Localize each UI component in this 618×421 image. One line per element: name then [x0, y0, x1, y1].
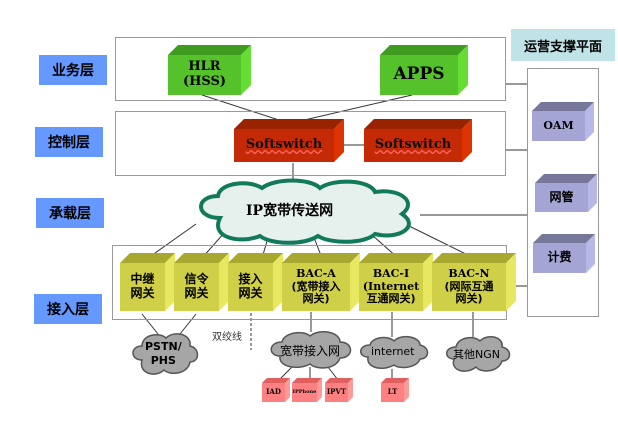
- gateway-access-line2: 网关: [238, 286, 263, 300]
- ip-broadband-cloud: [199, 178, 411, 245]
- pstn-label: PSTN/: [145, 340, 182, 353]
- gateway-trunk: 中继 网关: [120, 253, 175, 311]
- gateway-trunk-line2: 网关: [130, 286, 155, 300]
- ipphone-label: IPPhone: [292, 383, 317, 402]
- layer-label-bearer: 承载层: [36, 198, 104, 228]
- hss-label: (HSS): [182, 74, 227, 89]
- softswitch-label-1: Softswitch: [234, 129, 334, 162]
- terminal-iad: IAD: [262, 378, 290, 402]
- ipvt-label: IPVT: [325, 383, 348, 402]
- gateway-access-line1: 接入: [238, 272, 263, 287]
- internet-cloud: [360, 335, 429, 370]
- ip-cloud-label: IP宽带传送网: [246, 203, 334, 219]
- ops-box-billing: 计费: [533, 234, 595, 273]
- apps-label: APPS: [380, 55, 458, 95]
- softswitch-box-1: Softswitch: [234, 119, 344, 162]
- wire-ipnet-gw6: [404, 223, 475, 259]
- gateway-bac-i: BAC-I (Internet 互通网关): [359, 253, 433, 311]
- hlr-label: HLR: [188, 59, 221, 75]
- network-mgmt-label: 网管: [535, 183, 588, 212]
- gateway-bac-a-line1: BAC-A: [296, 267, 336, 281]
- ops-plane-title: 运营支撑平面: [511, 29, 615, 61]
- layer-label-service: 业务层: [39, 55, 107, 85]
- terminal-lt: LT: [381, 378, 409, 402]
- wire-ipnet-gw1: [147, 223, 197, 259]
- broadband-access-cloud: [270, 330, 352, 369]
- gateway-bac-i-line1: BAC-I: [372, 267, 410, 281]
- ip-cloud-shape: [199, 178, 411, 245]
- billing-label: 计费: [533, 243, 586, 273]
- other-ngn-label: 其他NGN: [453, 348, 500, 361]
- control-layer-frame: [115, 111, 506, 176]
- gateway-signaling-line2: 网关: [184, 286, 209, 300]
- gateway-signaling-line1: 信令: [184, 272, 209, 287]
- other-ngn-cloud: [446, 336, 511, 372]
- hlr-hss-box: HLR (HSS): [168, 45, 251, 95]
- wire-hlr-softswitch: [201, 94, 283, 122]
- softswitch-box-2: Softswitch: [364, 119, 472, 162]
- phs-label: PHS: [150, 353, 176, 367]
- pstn-phs-cloud: [132, 333, 199, 375]
- gateway-trunk-line1: 中继: [130, 272, 155, 287]
- gateway-signaling: 信令 网关: [174, 253, 229, 311]
- softswitch-label-2: Softswitch: [364, 129, 462, 162]
- internet-label: internet: [371, 345, 415, 358]
- gateway-bac-a-line3: 网关): [302, 292, 330, 306]
- gateway-bac-n-line2: (网际互通: [444, 279, 494, 293]
- gateway-access: 接入 网关: [228, 253, 283, 311]
- gateway-bac-n-line3: 网关): [455, 292, 483, 306]
- wire-apps-softswitch: [299, 94, 413, 122]
- terminal-ipphone: IPPhone: [292, 378, 322, 402]
- ops-plane-frame: [527, 68, 599, 317]
- gateway-bac-a-line2: (宽带接入: [291, 279, 341, 293]
- layer-label-access: 接入层: [34, 294, 102, 324]
- gateway-bac-n-line1: BAC-N: [448, 267, 490, 281]
- ops-box-network-mgmt: 网管: [535, 174, 597, 212]
- layer-label-control: 控制层: [35, 127, 103, 157]
- terminal-ipvt: IPVT: [325, 378, 353, 402]
- lt-label: LT: [381, 383, 404, 402]
- wire-gw2-pstn: [179, 313, 197, 335]
- wire-broadband-iad: [278, 366, 293, 381]
- ops-box-oam: OAM: [532, 102, 594, 141]
- pstn-phs-label: PSTN/ PHS: [145, 340, 182, 368]
- twisted-pair-label: 双绞线: [212, 332, 242, 343]
- gateway-bac-i-line3: 互通网关): [366, 292, 416, 306]
- apps-box: APPS: [380, 45, 468, 95]
- wire-broadband-ipvt: [327, 366, 339, 381]
- wire-gw1-pstn: [141, 313, 159, 335]
- gateway-bac-n: BAC-N (网际互通 网关): [432, 253, 516, 311]
- gateway-bac-i-line2: (Internet: [362, 279, 420, 293]
- service-layer-frame: [115, 37, 506, 101]
- gateway-bac-a: BAC-A (宽带接入 网关): [282, 253, 360, 311]
- broadband-access-label: 宽带接入网: [280, 344, 341, 358]
- oam-label: OAM: [532, 111, 585, 141]
- iad-label: IAD: [262, 383, 285, 402]
